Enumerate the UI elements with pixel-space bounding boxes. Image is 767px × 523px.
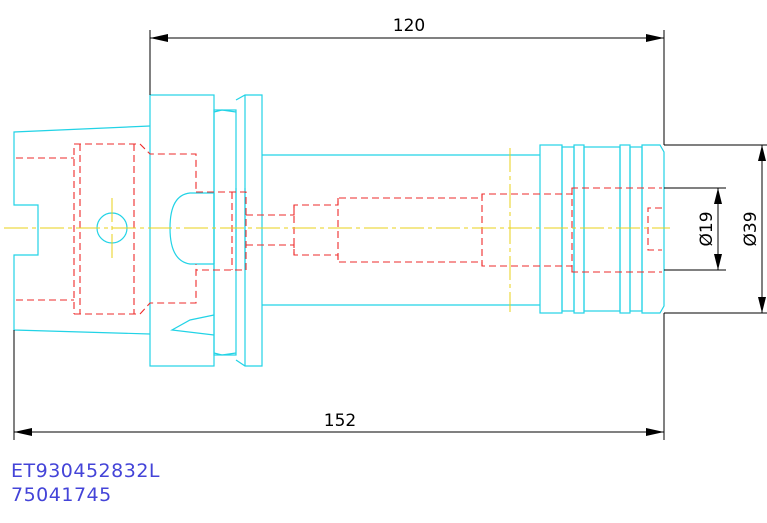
center-lines — [4, 148, 670, 312]
flange-ring-1 — [213, 109, 237, 356]
drawbar-bore — [246, 187, 662, 273]
clamp-bore — [196, 191, 247, 271]
nut-segment-5 — [619, 144, 631, 314]
dimension-dia39-label: Ø39 — [741, 211, 761, 246]
dimension-dia19-label: Ø19 — [697, 211, 717, 246]
taper-shank-outline — [13, 125, 151, 335]
dimension-152: 152 — [13, 313, 665, 440]
nut-segment-1 — [539, 144, 563, 314]
flange-body — [149, 94, 215, 367]
drive-slot — [170, 314, 215, 336]
tool-holder-outline — [13, 94, 665, 367]
v-groove — [213, 109, 237, 356]
dimension-dia39: Ø39 — [664, 144, 767, 314]
dimension-120: 120 — [149, 16, 665, 145]
nut-segment-3 — [573, 144, 585, 314]
taper-inner-bore — [16, 157, 74, 301]
nut-segment-7 — [641, 144, 665, 314]
part-code-line-2: 75041745 — [11, 484, 112, 506]
dimension-dia19: Ø19 — [664, 187, 726, 271]
dimension-120-label: 120 — [393, 16, 425, 36]
internal-hidden-lines — [16, 143, 662, 315]
dimension-152-label: 152 — [324, 411, 356, 431]
nut-segment-4 — [583, 146, 621, 312]
part-code-line-1: ET930452832L — [11, 460, 160, 482]
retention-cavity — [73, 143, 197, 315]
flange-ring-2 — [235, 94, 263, 367]
nut-segment-6 — [629, 146, 643, 312]
nut-segment-2 — [561, 146, 575, 312]
collet-seat — [647, 207, 662, 251]
